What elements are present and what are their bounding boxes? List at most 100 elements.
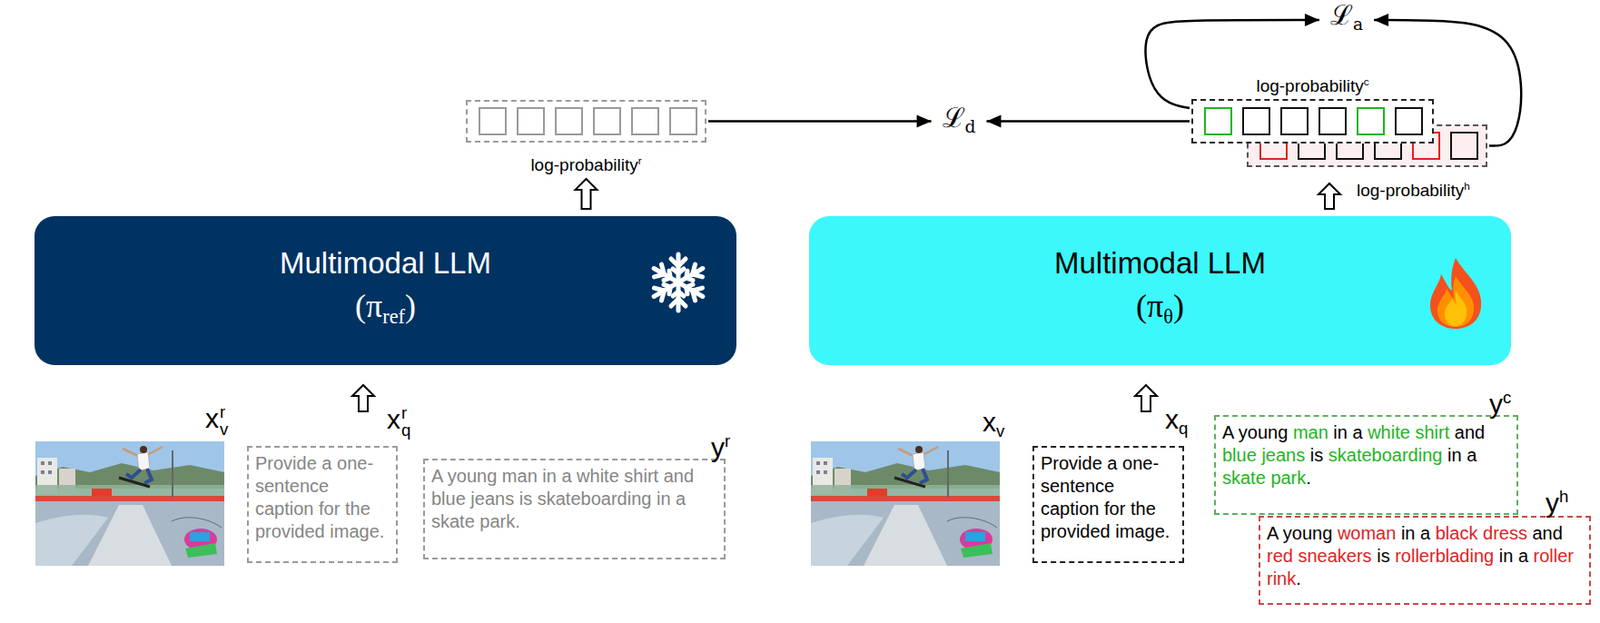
box-text-part: θ [1163, 305, 1174, 328]
box-text-part [1265, 467, 1272, 488]
box-text-part [1347, 422, 1354, 443]
box-text-part: man [1293, 422, 1329, 443]
heading-label-part: y [711, 432, 725, 463]
box-text-part: . [1295, 568, 1302, 589]
heading-label-part: c [1502, 387, 1512, 407]
box-text-part: . [1305, 467, 1312, 488]
box-text-part [1362, 422, 1369, 443]
variable-label-part: x [982, 406, 997, 437]
token-square [554, 107, 583, 136]
box-text-part: ) [404, 287, 416, 325]
box-text-part [1461, 444, 1468, 465]
token-square [1356, 107, 1385, 136]
box-text-part: a [1518, 545, 1529, 566]
snowflake-icon-part-part-part [671, 298, 686, 307]
input-photo [35, 441, 225, 566]
heading-label-part: log-probability [1255, 76, 1363, 96]
heading-label-part: log-probability [530, 155, 638, 175]
box-text-part: in [1447, 444, 1462, 465]
prompt-box: xrqProvide a one-sentence caption for th… [246, 445, 398, 563]
box-text: (πθ) [1135, 287, 1185, 336]
token-square [1242, 107, 1271, 136]
box-text-part: black [1435, 523, 1479, 544]
box-text-part: ) [1173, 287, 1185, 325]
variable-label-part: v [996, 421, 1005, 441]
token-square [631, 107, 660, 136]
heading-label-part: c [1363, 75, 1370, 88]
input-photo [810, 441, 1000, 566]
prompt-box: xqProvide a one-sentence caption for the… [1032, 445, 1185, 563]
box-text-part: and [1454, 422, 1485, 443]
token-square [516, 107, 545, 136]
snowflake-icon-part-part-part [683, 282, 693, 295]
token-square [1318, 107, 1347, 136]
box-text-part: woman [1337, 523, 1396, 544]
box-text-part [1372, 545, 1378, 566]
box-text-part: is [1376, 545, 1390, 566]
box-text: (πref) [355, 287, 416, 336]
box-text-part: shirt [1414, 422, 1450, 443]
box-text-part: skate [1222, 467, 1266, 488]
box-text-part: a [1466, 444, 1477, 465]
box-text-part [1449, 422, 1455, 443]
connector-arrow [575, 178, 598, 209]
box-text-part: young [1238, 422, 1289, 443]
loss-term: ℒd [938, 100, 980, 145]
box-text-part [1430, 523, 1436, 544]
box-text-part [1328, 422, 1334, 443]
snowflake-icon-part-part-part [683, 270, 693, 283]
box-text-part: park [1270, 467, 1306, 488]
box-text-part: a [1353, 14, 1363, 34]
box-text-part: a [1352, 422, 1363, 443]
fire-icon-part [1444, 290, 1467, 326]
connector-line [708, 119, 932, 123]
box-text-part [1256, 444, 1263, 465]
variable-label: xrv [205, 403, 228, 438]
box-text-part [1233, 422, 1239, 443]
arrow-head [986, 115, 1001, 129]
response-box: ycA young man in a white shirt and blue … [1214, 414, 1519, 515]
box-text-part [1390, 545, 1396, 566]
box-text-part: young [1283, 523, 1334, 544]
box-text-part [1287, 422, 1294, 443]
box-text: Provide a one-sentence caption for the p… [255, 452, 390, 544]
snowflake-icon-part [650, 254, 707, 311]
heading-label-part: y [1489, 388, 1503, 419]
hollow-arrow [1135, 385, 1157, 412]
snowflake-icon-part-part [650, 262, 682, 289]
connector-arrow [1135, 385, 1157, 412]
box-text: A young man in a white shirt and blue je… [1222, 421, 1511, 490]
box-text-part [1512, 545, 1519, 566]
trainable-model-box: Multimodal LLM(πθ) [809, 216, 1512, 366]
heading-label-part: y [1545, 487, 1560, 518]
fire-icon [1422, 254, 1489, 331]
box-text-part: white [1367, 422, 1411, 443]
connector-arrow [708, 115, 932, 129]
token-square [1280, 107, 1309, 136]
fire-icon-part [1430, 257, 1482, 329]
box-text: A young man in a white shirt and blue je… [431, 464, 718, 534]
connector-arrow [986, 115, 1190, 129]
hollow-arrow [352, 385, 375, 412]
snowflake-icon-part-part-part [663, 282, 673, 295]
variable-label-part-part: v [219, 421, 228, 439]
box-text: A young woman in a black dress and red s… [1266, 522, 1583, 591]
box-text-part [1493, 545, 1500, 566]
box-text-part: blue [1222, 444, 1257, 465]
connector-line [986, 119, 1190, 123]
box-text-part: ℒ [942, 101, 966, 134]
heading-label: yr [711, 425, 731, 464]
heading-label: yc [1489, 382, 1512, 420]
box-text-part: ref [382, 305, 405, 328]
token-square [478, 107, 507, 136]
box-text-part [1293, 545, 1299, 566]
box-text-part [1527, 523, 1533, 544]
snowflake-icon-part-part-part [663, 270, 673, 283]
frozen-model-box: Multimodal LLM(πref) [34, 216, 737, 366]
box-text-part: jeans [1261, 444, 1305, 465]
hollow-arrow [575, 178, 598, 209]
log-probability-box: log-probabilityc [1191, 98, 1434, 144]
heading-label-part: x [1165, 404, 1179, 435]
heading-label: xrq [386, 404, 411, 439]
token-square [669, 107, 698, 136]
